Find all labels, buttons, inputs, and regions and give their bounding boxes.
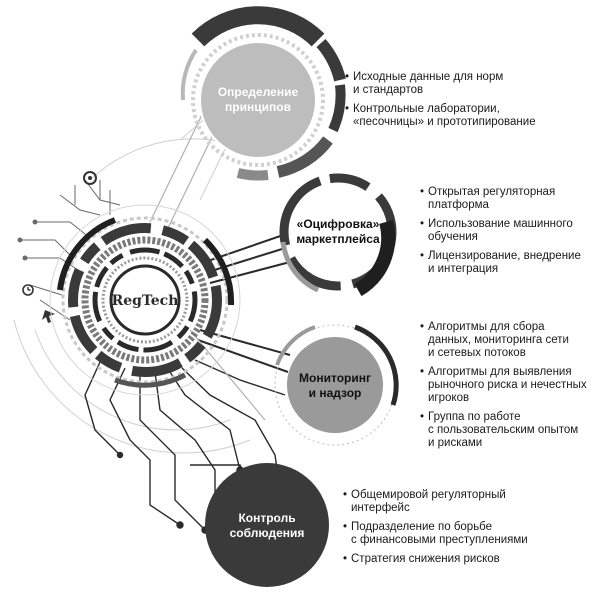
bullet-line: Стратегия снижения рисков xyxy=(351,553,500,565)
bullet-line: и рисками xyxy=(428,437,482,449)
bullet-line: и интеграция xyxy=(428,263,498,275)
bullet-dot: • xyxy=(420,366,424,378)
node-monitoring-title-line-1: Мониторинг xyxy=(299,371,371,385)
bullet-line: Исходные данные для норм xyxy=(353,71,503,83)
node-marketplace: «Оцифровка» маркетплейса xyxy=(279,173,397,297)
node-compliance: Контроль соблюдения xyxy=(205,463,329,587)
node-compliance-title-line-2: соблюдения xyxy=(230,526,305,540)
bullet-line: рыночного риска и нечестных xyxy=(428,379,587,391)
bullet-line: Алгоритмы для выявления xyxy=(428,366,572,378)
bullet-line: с финансовыми преступлениями xyxy=(351,534,528,546)
arrow-icon xyxy=(42,310,55,323)
bullet-dot: • xyxy=(345,71,349,83)
bullet-line: данных, мониторинга сети xyxy=(428,334,569,346)
bullet-line: Использование машинного xyxy=(428,218,573,230)
node-monitoring: Мониторинг и надзор xyxy=(274,324,399,446)
bullet-line: с пользовательским опытом xyxy=(428,424,578,436)
node-principles-title-line-1: Определение xyxy=(218,85,299,99)
bullet-line: Группа по работе xyxy=(428,411,521,423)
clock-icon xyxy=(22,284,34,296)
node-marketplace-title-line-2: маркетплейса xyxy=(296,232,380,246)
gear-icon xyxy=(83,171,97,185)
bullet-line: игроков xyxy=(428,392,469,404)
bullet-dot: • xyxy=(420,218,424,230)
bullet-dot: • xyxy=(345,103,349,115)
bullet-line: Алгоритмы для сбора xyxy=(428,321,545,333)
node-principles: Определение принципов xyxy=(180,6,346,181)
hub-label: RegTech xyxy=(112,293,179,309)
bullet-dot: • xyxy=(420,186,424,198)
bullet-line: и стандартов xyxy=(353,84,423,96)
bullet-dot: • xyxy=(343,553,347,565)
bullet-line: Подразделение по борьбе xyxy=(351,521,492,533)
bullet-line: обучения xyxy=(428,231,478,243)
bullet-line: Лицензирование, внедрение xyxy=(428,250,581,262)
bullet-line: Контрольные лаборатории, xyxy=(353,103,500,115)
bullet-line: и сетевых потоков xyxy=(428,347,526,359)
node-marketplace-title-line-1: «Оцифровка» xyxy=(297,217,380,231)
node-monitoring-title-line-2: и надзор xyxy=(309,386,362,400)
bullet-line: платформа xyxy=(428,199,490,211)
bullet-dot: • xyxy=(343,521,347,533)
node-principles-title-line-2: принципов xyxy=(225,100,291,114)
bullet-line: «песочницы» и прототипирование xyxy=(353,116,536,128)
node-compliance-title-line-1: Контроль xyxy=(238,511,295,525)
bullet-dot: • xyxy=(420,321,424,333)
bullet-line: Открытая регуляторная xyxy=(428,186,555,198)
bullet-dot: • xyxy=(420,250,424,262)
bullet-line: Общемировой регуляторный xyxy=(351,489,506,501)
bullet-line: интерфейс xyxy=(351,502,410,514)
bullet-dot: • xyxy=(420,411,424,423)
bullet-dot: • xyxy=(343,489,347,501)
regtech-hub: RegTech xyxy=(49,204,241,396)
